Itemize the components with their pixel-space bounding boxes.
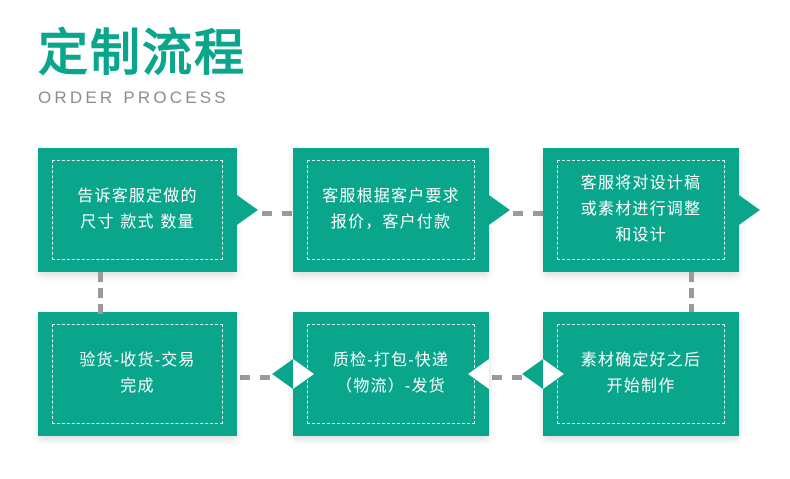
node-inner-dashed-border xyxy=(307,160,475,260)
connector-step3-to-step4 xyxy=(689,272,694,314)
page-title: 定制流程 xyxy=(38,25,246,81)
connector-step1-to-step6 xyxy=(98,272,103,314)
page-subtitle: ORDER PROCESS xyxy=(38,88,229,107)
node-left-notch xyxy=(293,359,314,389)
flow-node-label: 素材确定好之后 开始制作 xyxy=(580,352,702,395)
arrow-left-icon xyxy=(522,359,543,389)
connector-step1-to-step2 xyxy=(262,211,292,216)
connector-step5-to-step6 xyxy=(240,375,270,380)
node-inner-dashed-border xyxy=(52,160,223,260)
flow-node-label: 客服根据客户要求 报价，客户付款 xyxy=(322,188,460,231)
flow-node-label: 客服将对设计稿 或素材进行调整 和设计 xyxy=(580,175,702,244)
node-right-notch xyxy=(468,359,489,389)
arrow-right-icon xyxy=(237,195,258,225)
flow-node-step-1[interactable]: 告诉客服定做的 尺寸 款式 数量 xyxy=(38,148,258,272)
flow-node-step-3[interactable]: 客服将对设计稿 或素材进行调整 和设计 xyxy=(543,148,760,272)
connector-step2-to-step3 xyxy=(513,211,543,216)
connector-step4-to-step5 xyxy=(492,375,522,380)
node-inner-dashed-border xyxy=(52,324,223,424)
flow-node-step-4[interactable]: 素材确定好之后 开始制作 xyxy=(522,312,739,436)
flow-node-step-6[interactable]: 验货-收货-交易 完成 xyxy=(38,312,237,436)
flow-node-label: 告诉客服定做的 尺寸 款式 数量 xyxy=(77,188,198,231)
arrow-right-icon xyxy=(739,195,760,225)
flow-node-label: 质检-打包-快递 （物流）-发货 xyxy=(332,352,450,395)
arrow-left-icon xyxy=(272,359,293,389)
node-inner-dashed-border xyxy=(557,160,725,260)
page-header: 定制流程 ORDER PROCESS xyxy=(38,24,458,108)
arrow-right-icon xyxy=(489,195,510,225)
flow-node-step-5[interactable]: 质检-打包-快递 （物流）-发货 xyxy=(272,312,489,436)
flow-node-step-2[interactable]: 客服根据客户要求 报价，客户付款 xyxy=(293,148,510,272)
flow-node-label: 验货-收货-交易 完成 xyxy=(79,352,196,395)
node-left-notch xyxy=(543,359,564,389)
